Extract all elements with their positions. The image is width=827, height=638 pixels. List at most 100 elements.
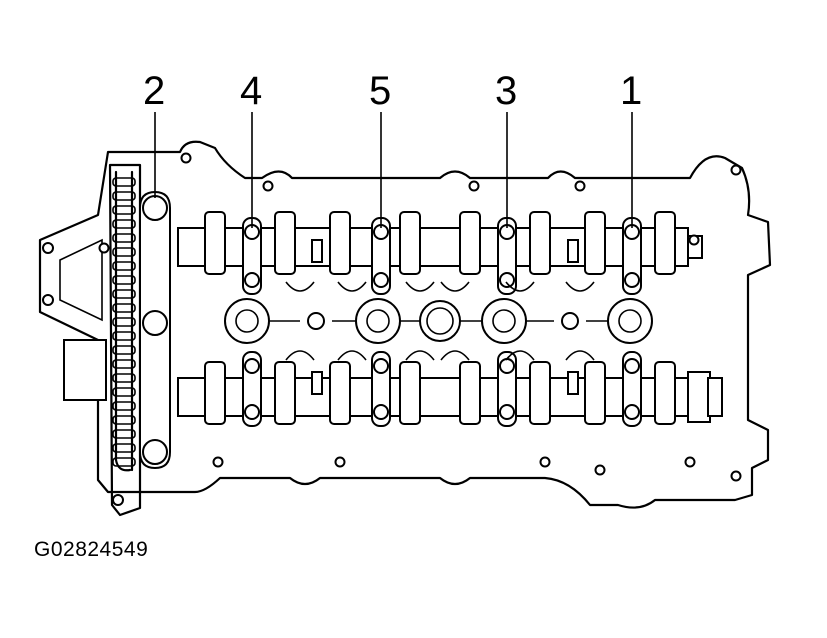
plug-tube-inner [492,309,516,333]
cam-lobe [329,211,351,275]
cap-bolt [373,358,389,374]
cam-lobe [584,211,606,275]
chain-link [112,373,136,383]
rocker-arm [337,350,367,361]
bearing-cap-bolts [242,217,642,427]
cam-lobe [204,211,226,275]
cam-lobe [529,211,551,275]
cap-bolt [624,272,640,288]
chain-link [112,233,136,243]
chain-link [112,261,136,271]
cam-lobe [459,211,481,275]
cover-bolt [42,242,54,254]
chain-link [112,429,136,439]
callout-3: 3 [495,69,517,113]
chain-link [112,401,136,411]
center-bolt [561,312,579,330]
cap-bolt [244,358,260,374]
oil-filler [419,300,461,342]
cam-lobe [399,361,421,425]
cam-marker [311,371,323,395]
cam-lobe [529,361,551,425]
cap-bolt [499,404,515,420]
cover-bolt [42,294,54,306]
guide-bolt-mid [142,310,168,336]
cam-lobe [274,211,296,275]
chain-link [112,177,136,187]
chain-link [112,345,136,355]
cap-bolt [244,272,260,288]
callout-1: 1 [620,69,642,113]
chain-link [112,205,136,215]
rocker-arm [505,281,535,292]
cap-bolt [624,404,640,420]
rocker-arm [285,281,315,292]
chain-link [112,317,136,327]
callout-5: 5 [369,69,391,113]
oil-filler-inner [426,307,454,335]
cam-lobe [204,361,226,425]
cam-lobe [654,361,676,425]
perimeter-bolt [684,456,696,468]
perimeter-bolt [594,464,606,476]
chain-link [112,289,136,299]
chain-link [112,331,136,341]
plug-tube-inner [366,309,390,333]
rocker-arm [285,350,315,361]
cap-bolt [373,272,389,288]
chain-housing [59,238,103,322]
rocker-arm [405,350,435,361]
chain-link [112,457,136,467]
cam-lobe [459,361,481,425]
cap-bolt [499,358,515,374]
chain-link [112,443,136,453]
cap-bolt [624,358,640,374]
plug-tube-inner [235,309,259,333]
guide-bolt-top [142,195,168,221]
cam-lobe [584,361,606,425]
chain-link [112,387,136,397]
cap-bolt [373,404,389,420]
chain-link [112,247,136,257]
timing-chain [112,170,136,472]
cover-bolt [112,494,124,506]
head-outline [38,140,772,509]
cam-lobe [274,361,296,425]
chain-cover-outline [108,163,142,517]
cam-lobe [399,211,421,275]
rocker-arm [565,350,595,361]
perimeter-bolt [730,470,742,482]
rocker-arm [337,281,367,292]
rocker-arm [405,281,435,292]
callout-2: 2 [143,69,165,113]
perimeter-bolt [334,456,346,468]
cam-marker [567,239,579,263]
chain-link [112,275,136,285]
chain-link [112,303,136,313]
rocker-arm [565,281,595,292]
valve-detail [285,239,595,395]
cap-bolt [499,272,515,288]
rocker-arm [505,350,535,361]
perimeter-bolt [539,456,551,468]
sensor-block [63,339,107,401]
chain-link [112,415,136,425]
leader-lines [154,112,633,228]
cam-marker [311,239,323,263]
perimeter-bolts [98,152,742,482]
cam-lobe [329,361,351,425]
plug-tube [355,298,401,344]
plug-tube [224,298,270,344]
cam-lobe [654,211,676,275]
chain-link [112,359,136,369]
perimeter-bolt [180,152,192,164]
spark-plug-tubes [224,298,653,344]
rocker-arm [440,281,470,292]
guide-bolt-bottom [142,439,168,465]
plug-tube-inner [618,309,642,333]
perimeter-bolt [468,180,480,192]
cam-lobes-upper [204,211,676,275]
center-bolt [307,312,325,330]
callout-4: 4 [240,69,262,113]
